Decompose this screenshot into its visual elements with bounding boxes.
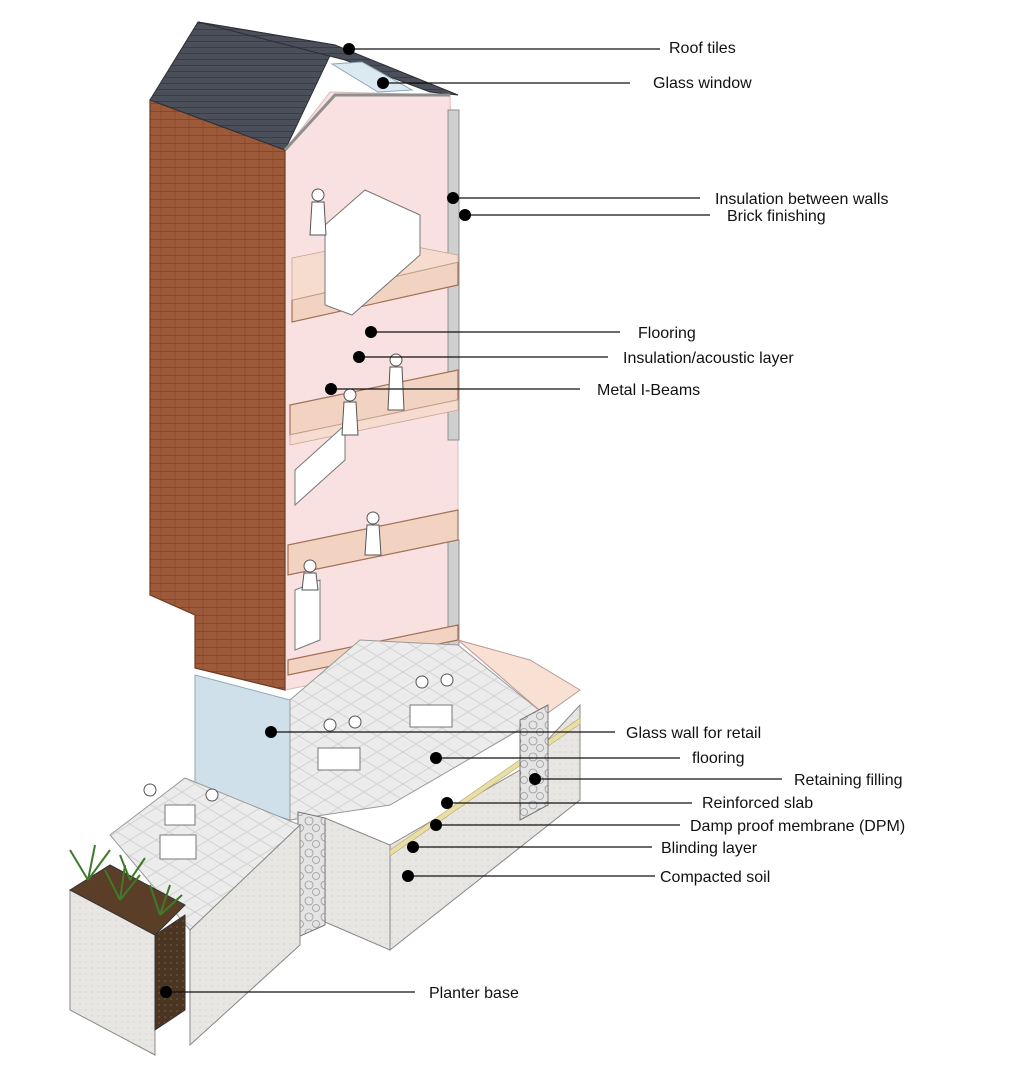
label-flooring-ground: flooring: [430, 750, 744, 767]
label-glass-window: Glass window: [377, 75, 752, 92]
people-sketches: [301, 188, 405, 591]
building-illustration: [68, 21, 581, 1056]
label-insulation-acoustic: Insulation/acoustic layer: [353, 350, 794, 367]
roof-gable-edge: [283, 93, 450, 152]
label-blinding-layer: Blinding layer: [407, 840, 758, 857]
retaining-gravel: [519, 704, 549, 821]
label-text-insulation-acoustic: Insulation/acoustic layer: [623, 350, 794, 367]
label-text-planter-base: Planter base: [429, 985, 519, 1002]
label-text-insulation-between-walls: Insulation between walls: [715, 191, 888, 208]
label-text-metal-i-beams: Metal I-Beams: [597, 382, 700, 399]
floor-slab-2-top: [289, 399, 459, 446]
label-text-glass-window: Glass window: [653, 75, 752, 92]
label-retaining-filling: Retaining filling: [529, 772, 903, 789]
label-text-roof-tiles: Roof tiles: [669, 40, 736, 57]
label-brick-finishing: Brick finishing: [459, 208, 826, 225]
label-text-blinding-layer: Blinding layer: [661, 840, 758, 857]
planter-greenery: [69, 844, 183, 916]
glass-window-pane: [330, 61, 414, 93]
label-text-flooring-upper: Flooring: [638, 325, 696, 342]
label-text-glass-wall-retail: Glass wall for retail: [626, 725, 761, 742]
terrace-furniture: [143, 783, 219, 860]
planter-soil: [154, 914, 186, 1031]
label-damp-proof-membrane: Damp proof membrane (DPM): [430, 818, 905, 835]
label-text-compacted-soil: Compacted soil: [660, 869, 770, 886]
label-text-brick-finishing: Brick finishing: [727, 208, 826, 225]
label-reinforced-slab: Reinforced slab: [441, 795, 813, 812]
label-text-damp-proof-membrane: Damp proof membrane (DPM): [690, 818, 905, 835]
label-roof-tiles: Roof tiles: [343, 40, 736, 57]
label-text-flooring-ground: flooring: [692, 750, 744, 767]
label-metal-i-beams: Metal I-Beams: [325, 382, 700, 399]
retaining-gravel-left: [297, 811, 326, 938]
label-flooring-upper: Flooring: [365, 325, 696, 342]
label-text-retaining-filling: Retaining filling: [794, 772, 903, 789]
planter-top-soil: [68, 864, 186, 936]
furniture-mid: [294, 423, 346, 507]
foundation-front: [324, 817, 391, 951]
annotation-labels: Roof tiles Glass window Insulation betwe…: [160, 40, 905, 1002]
label-compacted-soil: Compacted soil: [402, 869, 770, 886]
label-planter-base: Planter base: [160, 985, 519, 1002]
label-glass-wall-retail: Glass wall for retail: [265, 725, 761, 742]
brick-facade: [149, 99, 286, 691]
label-text-reinforced-slab: Reinforced slab: [702, 795, 813, 812]
cafe-tables: [317, 673, 454, 771]
terrace-base-front: [189, 823, 301, 1047]
furniture-top: [324, 189, 421, 316]
rear-ledge: [457, 639, 581, 716]
label-insulation-between-walls: Insulation between walls: [447, 191, 888, 208]
